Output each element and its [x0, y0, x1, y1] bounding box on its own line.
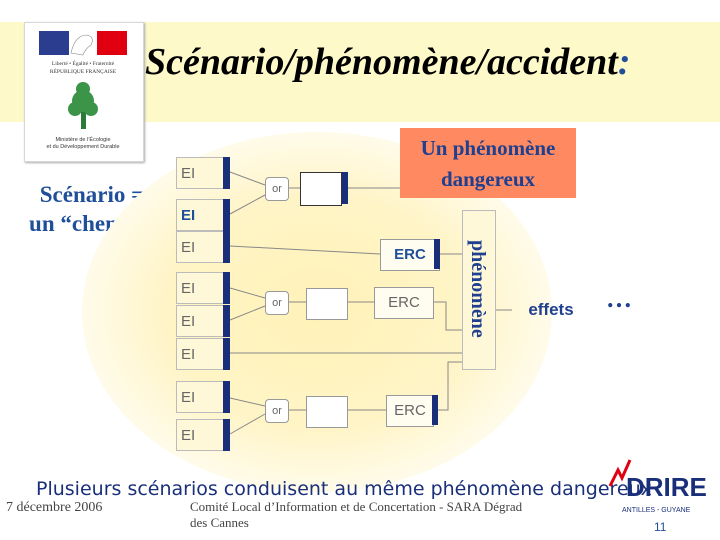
danger-line2: dangereux [440, 167, 536, 191]
initiating-event: EI [176, 381, 230, 413]
ministry-logo: Liberté • Égalité • Fraternité RÉPUBLIQU… [24, 22, 144, 162]
intermediate-event-box [300, 172, 342, 206]
safety-barrier-bar [342, 172, 348, 204]
ministry-line2: et du Développement Durable [46, 144, 119, 150]
scenario-label-line1: Scénario = [39, 182, 145, 207]
critical-event-box: ERC [386, 395, 434, 427]
dangerous-phenomenon-box [400, 128, 576, 198]
drire-logo-graphic: DRIRE ANTILLES - GUYANE [608, 459, 707, 514]
slide-title: Scénario/phénomène/accident: [145, 40, 631, 84]
slide-caption: Plusieurs scénarios conduisent au même p… [36, 478, 652, 500]
danger-line1: Un phénomène [420, 136, 556, 160]
dangerous-phenomenon-label: Un phénomène dangereux [400, 133, 576, 195]
initiating-event: EI [176, 305, 230, 337]
drire-name: DRIRE [626, 472, 707, 502]
connector-line [229, 413, 266, 435]
slide-title-colon: : [617, 41, 631, 83]
or-gate: or [265, 291, 289, 315]
initiating-event: EI [176, 199, 230, 231]
marianne-logo-graphic: Liberté • Égalité • Fraternité RÉPUBLIQU… [39, 31, 127, 150]
footer-text: Comité Local d’Information et de Concert… [190, 499, 590, 531]
footer-line2: des Cannes [190, 515, 249, 530]
initiating-event: EI [176, 157, 230, 189]
critical-event-box: ERC [380, 239, 440, 271]
or-gate: or [265, 177, 289, 201]
drire-logo: DRIRE ANTILLES - GUYANE [604, 456, 710, 518]
phenomenon-bar [462, 210, 496, 370]
ministry-line1: Ministère de l’Écologie [55, 136, 110, 143]
initiating-event: EI [176, 338, 230, 370]
connector-line [434, 301, 462, 331]
republic-motto: Liberté • Égalité • Fraternité [52, 59, 115, 67]
connector-line [229, 287, 266, 299]
ellipsis: … [606, 284, 632, 313]
intermediate-event-box [306, 396, 348, 428]
or-gate: or [265, 399, 289, 423]
safety-barrier-bar [432, 395, 438, 425]
republic-name: RÉPUBLIQUE FRANÇAISE [50, 67, 117, 75]
footer-date: 7 décembre 2006 [6, 500, 103, 515]
connector-line [438, 361, 462, 411]
initiating-event: EI [176, 419, 230, 451]
critical-event-box: ERC [374, 287, 434, 319]
initiating-event: EI [176, 272, 230, 304]
connector-line [229, 245, 381, 255]
phenomenon-label: phénomène [467, 240, 489, 338]
initiating-event: EI [176, 231, 230, 263]
connector-line [229, 397, 266, 407]
effects-label: effets [528, 300, 574, 319]
connector-line [229, 194, 266, 215]
page-number: 11 [654, 520, 667, 534]
slide-title-text: Scénario/phénomène/accident [145, 41, 618, 83]
drire-region: ANTILLES - GUYANE [622, 507, 691, 514]
footer-line1: Comité Local d’Information et de Concert… [190, 499, 523, 514]
safety-barrier-bar [434, 239, 440, 269]
connector-line [229, 305, 266, 321]
tree-icon [68, 82, 98, 129]
connector-line [229, 171, 266, 186]
intermediate-event-box [306, 288, 348, 320]
